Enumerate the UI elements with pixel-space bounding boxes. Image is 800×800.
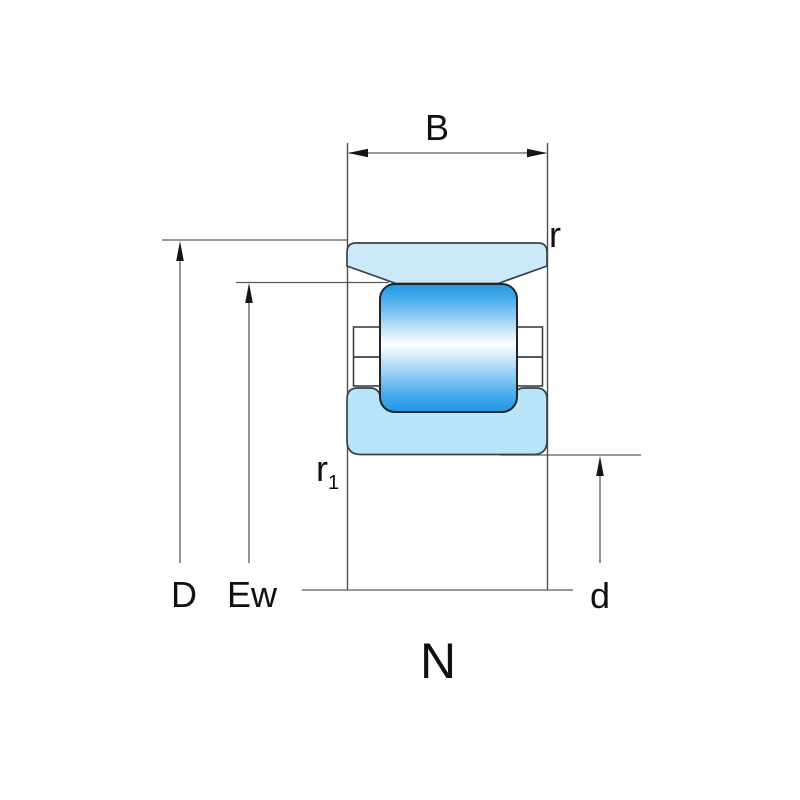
b-arrow-right-icon: [527, 148, 547, 158]
roller: [379, 283, 518, 413]
d-outer-arrow-up-icon: [176, 241, 184, 261]
dimension-D: D: [162, 239, 347, 615]
label-r1-base: r: [316, 448, 328, 489]
dimension-d: d: [590, 456, 610, 616]
label-outer-chamfer-r: r: [549, 214, 561, 255]
dimension-B: B: [348, 107, 547, 158]
bearing-type-label: N: [420, 633, 456, 689]
label-outer-diameter-D: D: [171, 574, 197, 615]
b-arrow-left-icon: [348, 148, 368, 158]
bearing-section: [346, 242, 548, 456]
dimension-Ew: Ew: [227, 281, 389, 615]
outer-ring: [346, 242, 548, 285]
ew-arrow-up-icon: [245, 283, 253, 303]
label-width-B: B: [425, 107, 449, 148]
label-raceway-diameter-Ew: Ew: [227, 574, 278, 615]
d-bore-arrow-up-icon: [596, 456, 604, 476]
label-bore-diameter-d: d: [590, 575, 610, 616]
label-r1-subscript: 1: [328, 472, 339, 494]
label-inner-chamfer-r1: r1: [316, 448, 339, 494]
